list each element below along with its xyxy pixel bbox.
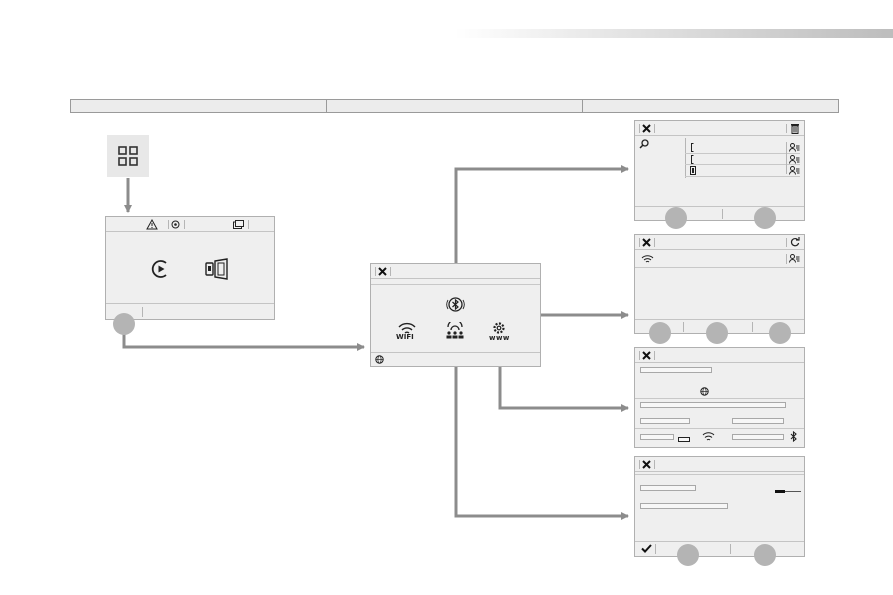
- users-icon[interactable]: [444, 322, 466, 340]
- wifi-icon[interactable]: [702, 431, 715, 441]
- close-icon[interactable]: [378, 267, 387, 276]
- apps-launcher-button[interactable]: [107, 135, 149, 177]
- connection-sharing-screen: [634, 456, 805, 557]
- share-password-field[interactable]: [640, 503, 728, 509]
- profile-icon[interactable]: [789, 254, 800, 263]
- refresh-icon[interactable]: [790, 237, 800, 247]
- check-icon[interactable]: [641, 544, 652, 553]
- menu-title-bar: [371, 264, 540, 279]
- warning-icon[interactable]: [146, 219, 158, 230]
- bluetooth-devices-screen: [634, 120, 805, 221]
- column-header-1: [71, 100, 327, 112]
- www-label: www: [489, 334, 510, 342]
- media-play-icon[interactable]: [151, 259, 171, 279]
- phone-device-icon[interactable]: [205, 258, 231, 280]
- settings-www-icon[interactable]: [492, 321, 506, 335]
- profile-icon[interactable]: [789, 155, 800, 164]
- home-status-bar: [106, 217, 274, 232]
- arrow-bt-to-devices: [454, 165, 629, 289]
- close-icon[interactable]: [642, 460, 651, 469]
- bluetooth-icon[interactable]: [790, 431, 797, 442]
- profile-icon[interactable]: [789, 166, 800, 175]
- profile-icon[interactable]: [789, 143, 800, 152]
- globe-icon[interactable]: [375, 355, 384, 364]
- badge: [649, 322, 671, 344]
- globe-icon[interactable]: [700, 387, 709, 396]
- badge: [706, 322, 728, 344]
- home-badge: [113, 313, 135, 335]
- close-icon[interactable]: [642, 238, 651, 247]
- signal-icon[interactable]: [171, 220, 180, 229]
- password-field[interactable]: [732, 418, 784, 424]
- phone-icon[interactable]: [690, 143, 695, 152]
- address-field[interactable]: [640, 402, 786, 408]
- toggle-field[interactable]: [678, 437, 690, 442]
- badge: [769, 322, 791, 344]
- network-name-field[interactable]: [640, 367, 712, 373]
- trash-icon[interactable]: [790, 123, 800, 134]
- badge: [665, 207, 687, 229]
- phone-icon[interactable]: [690, 155, 695, 164]
- share-name-field[interactable]: [640, 485, 696, 491]
- home-screen: [105, 216, 275, 320]
- wifi-label: WIFI: [396, 333, 414, 341]
- column-header-strip: [70, 99, 839, 113]
- security-field[interactable]: [640, 418, 690, 424]
- connectivity-menu: WIFI www: [370, 263, 541, 367]
- top-gradient-bar: [455, 29, 893, 38]
- badge: [754, 544, 776, 566]
- tablet-icon[interactable]: [690, 166, 696, 175]
- close-icon[interactable]: [642, 124, 651, 133]
- apps-grid-icon: [117, 145, 139, 167]
- frequency-field[interactable]: [640, 434, 674, 440]
- arrow-home-to-menu: [122, 330, 365, 351]
- badge: [677, 544, 699, 566]
- menu-bottom-bar: [371, 352, 540, 367]
- slider-track[interactable]: [775, 491, 801, 492]
- column-header-2: [327, 100, 583, 112]
- badge: [754, 207, 776, 229]
- bluetooth-icon[interactable]: [446, 295, 465, 314]
- wifi-icon[interactable]: [397, 322, 417, 334]
- wifi-settings-screen: [634, 347, 805, 448]
- window-icon[interactable]: [233, 220, 244, 229]
- home-bottom-bar: [106, 303, 274, 318]
- slider-handle[interactable]: [775, 490, 785, 493]
- channel-field[interactable]: [732, 434, 784, 440]
- close-icon[interactable]: [642, 351, 651, 360]
- search-icon[interactable]: [639, 139, 649, 149]
- arrow-users-to-sharing: [454, 341, 629, 520]
- wifi-icon[interactable]: [641, 254, 654, 263]
- wifi-networks-screen: [634, 234, 805, 334]
